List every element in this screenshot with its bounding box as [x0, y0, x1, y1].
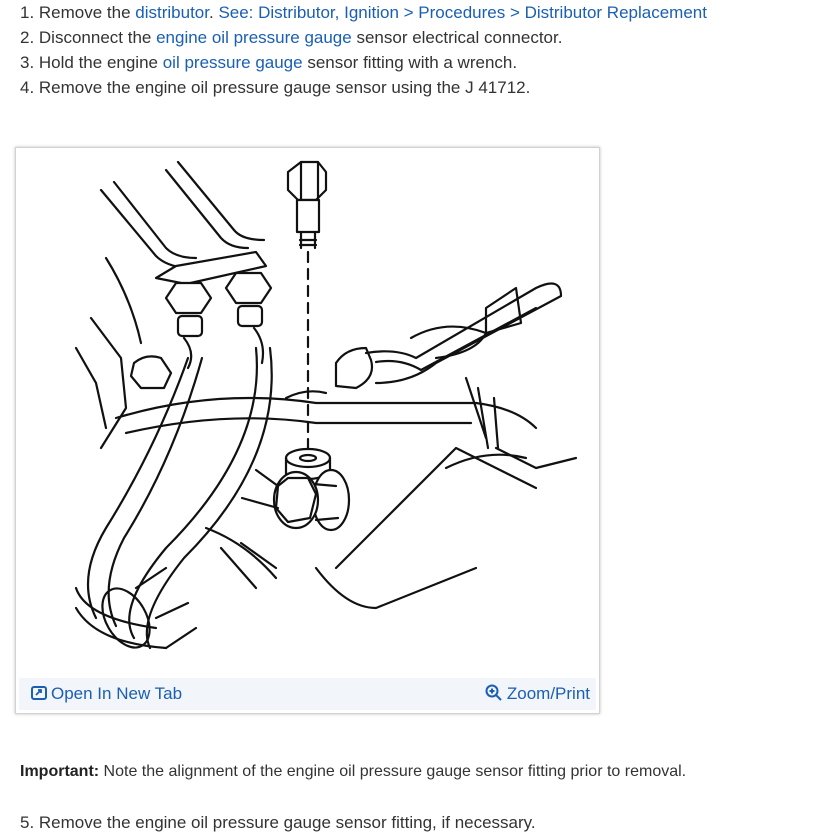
step-2-text: 2. Disconnect the: [20, 28, 157, 47]
figure-toolbar: Open In New Tab Zoom/Print: [19, 678, 596, 710]
step-3-text-end: sensor fitting with a wrench.: [302, 53, 518, 72]
zoom-print-label: Zoom/Print: [506, 684, 590, 703]
important-note: Important: Note the alignment of the eng…: [20, 763, 686, 781]
step-2-text-end: sensor electrical connector.: [351, 28, 563, 47]
procedure-steps: 1. Remove the distributor. See: Distribu…: [20, 0, 707, 100]
step-5: 5. Remove the engine oil pressure gauge …: [20, 813, 536, 832]
important-label: Important:: [20, 763, 100, 780]
zoom-in-icon: [485, 684, 502, 701]
distributor-replacement-link[interactable]: See: Distributor, Ignition > Procedures …: [218, 3, 707, 22]
step-1: 1. Remove the distributor. See: Distribu…: [20, 0, 707, 25]
step-3: 3. Hold the engine oil pressure gauge se…: [20, 50, 707, 75]
step-1-separator: .: [208, 3, 219, 22]
engine-oil-pressure-gauge-link[interactable]: engine oil pressure gauge: [156, 28, 352, 47]
zoom-print-button[interactable]: Zoom/Print: [485, 678, 590, 710]
open-in-new-tab-icon: [31, 685, 47, 700]
oil-pressure-gauge-link[interactable]: oil pressure gauge: [162, 53, 303, 72]
step-4-text: 4. Remove the engine oil pressure gauge …: [20, 78, 531, 97]
open-in-new-tab-button[interactable]: Open In New Tab: [31, 678, 182, 710]
engine-oil-pressure-sensor-diagram: [74, 160, 578, 650]
step-3-text: 3. Hold the engine: [20, 53, 163, 72]
step-2: 2. Disconnect the engine oil pressure ga…: [20, 25, 707, 50]
step-1-text: 1. Remove the: [20, 3, 136, 22]
open-in-new-tab-label: Open In New Tab: [51, 684, 183, 703]
distributor-link[interactable]: distributor: [135, 3, 209, 22]
important-text: Note the alignment of the engine oil pre…: [99, 763, 687, 780]
step-4: 4. Remove the engine oil pressure gauge …: [20, 75, 707, 100]
procedure-figure: Open In New Tab Zoom/Print: [15, 147, 600, 714]
